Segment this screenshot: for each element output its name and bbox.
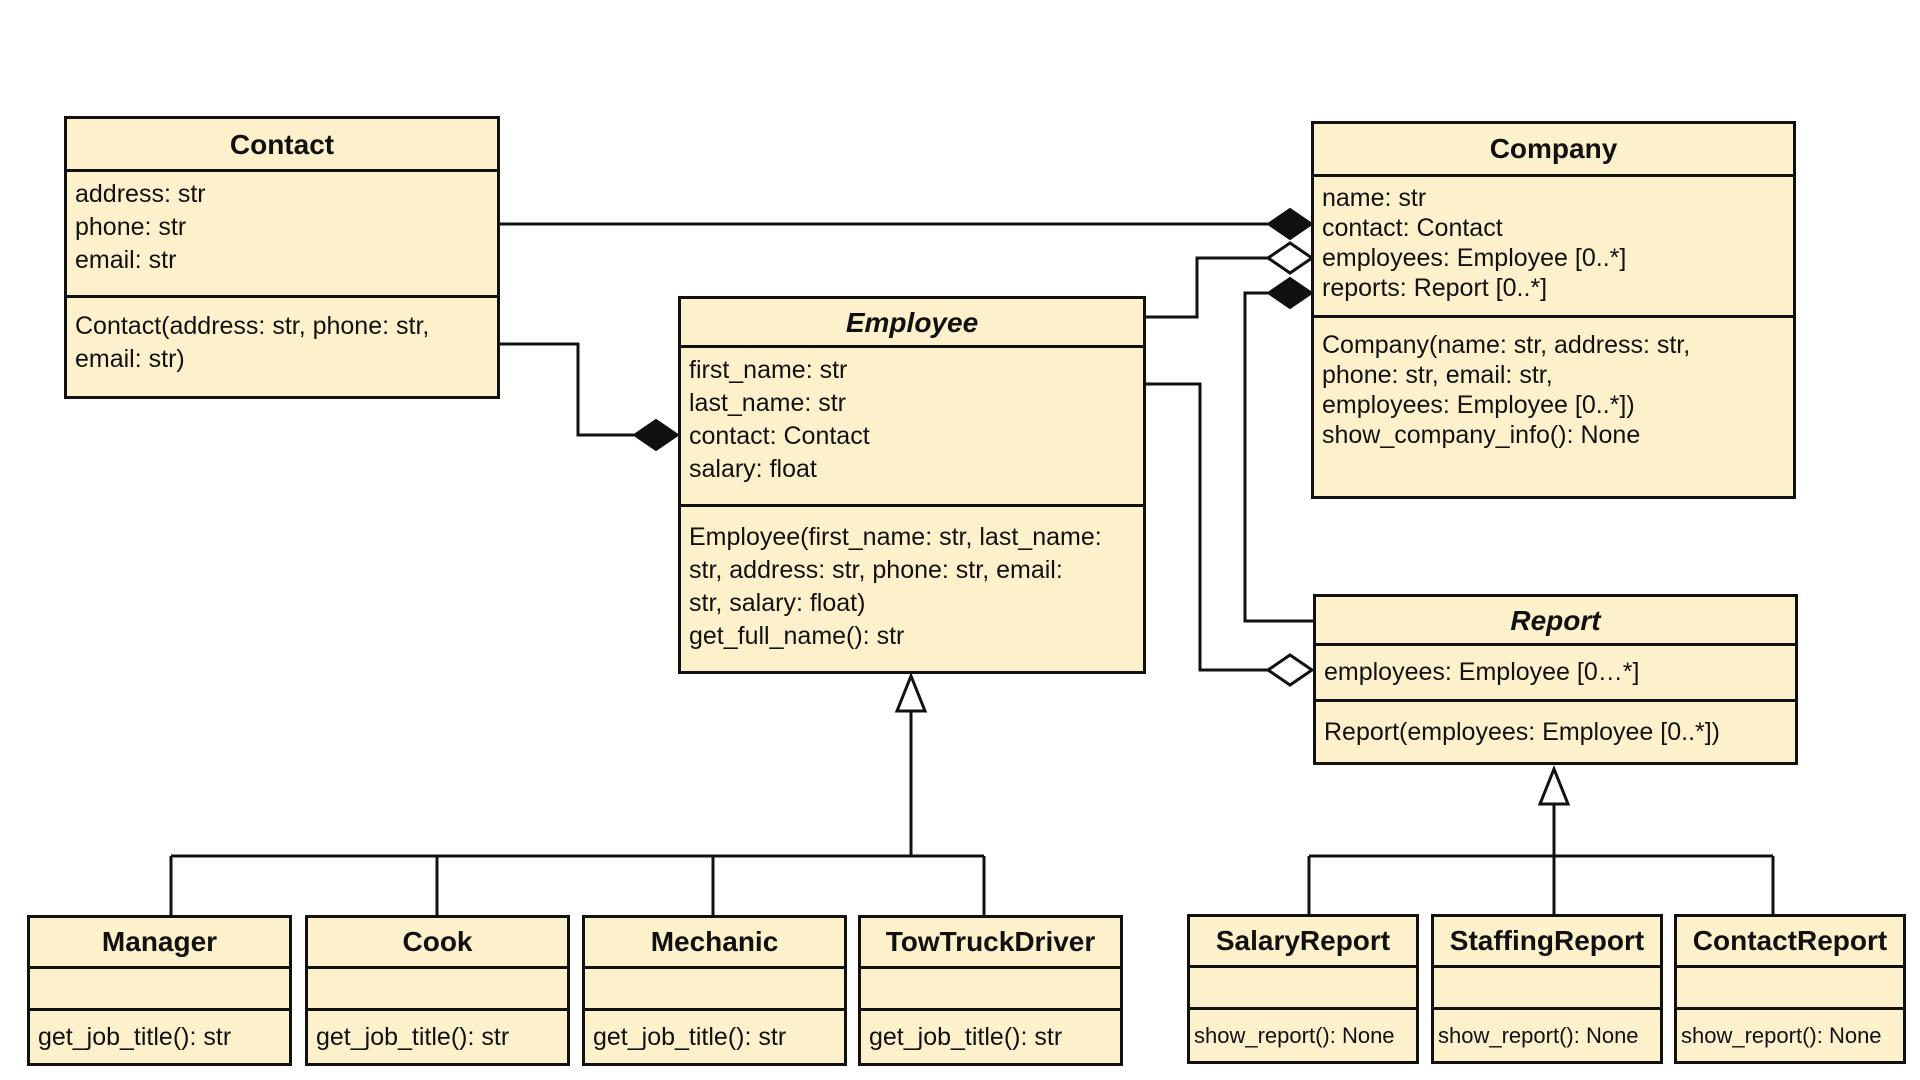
class-attributes <box>30 969 289 1011</box>
class-methods: show_report(): None <box>1190 1010 1416 1061</box>
report-company-composition-line <box>1243 291 1313 623</box>
class-employee: Employee first_name: str last_name: str … <box>678 296 1146 674</box>
attribute: employees: Employee [0…*] <box>1324 658 1640 686</box>
method: show_report(): None <box>1438 1022 1639 1048</box>
class-attributes <box>308 969 567 1011</box>
class-title: StaffingReport <box>1434 917 1660 968</box>
class-title: Manager <box>30 918 289 969</box>
method: Company(name: str, address: str, <box>1322 331 1691 359</box>
method: str, address: str, phone: str, email: <box>689 556 1063 584</box>
class-methods: get_job_title(): str <box>308 1011 567 1063</box>
class-methods: Company(name: str, address: str, phone: … <box>1314 318 1793 452</box>
method: phone: str, email: str, <box>1322 361 1553 389</box>
method: str, salary: float) <box>689 589 866 617</box>
attribute: last_name: str <box>689 389 847 417</box>
method: get_job_title(): str <box>316 1022 510 1051</box>
class-attributes <box>585 969 844 1011</box>
class-methods: Employee(first_name: str, last_name: str… <box>681 507 1143 655</box>
method: get_job_title(): str <box>869 1022 1063 1051</box>
method: get_job_title(): str <box>38 1022 232 1051</box>
attribute: phone: str <box>75 213 187 241</box>
method: email: str) <box>75 345 185 373</box>
composition-diamond-report-company <box>1266 276 1314 310</box>
method: Report(employees: Employee [0..*]) <box>1324 717 1721 746</box>
class-methods: get_job_title(): str <box>861 1011 1120 1063</box>
class-methods: get_job_title(): str <box>585 1011 844 1063</box>
inheritance-arrow-report <box>1537 764 1571 806</box>
class-attributes: address: str phone: str email: str <box>67 172 497 298</box>
class-methods: show_report(): None <box>1677 1010 1903 1061</box>
class-mechanic: Mechanic get_job_title(): str <box>582 915 847 1066</box>
class-salaryreport: SalaryReport show_report(): None <box>1187 914 1419 1064</box>
method: get_job_title(): str <box>593 1022 787 1051</box>
class-methods: Contact(address: str, phone: str, email:… <box>67 298 497 378</box>
method: get_full_name(): str <box>689 622 905 650</box>
inheritance-arrow-employee <box>894 671 928 713</box>
aggregation-diamond-employee-company <box>1265 241 1315 275</box>
class-report: Report employees: Employee [0…*] Report(… <box>1313 594 1798 765</box>
class-manager: Manager get_job_title(): str <box>27 915 292 1066</box>
method: employees: Employee [0..*]) <box>1322 391 1635 419</box>
attribute: salary: float <box>689 455 817 483</box>
class-staffingreport: StaffingReport show_report(): None <box>1431 914 1663 1064</box>
class-methods: show_report(): None <box>1434 1010 1660 1061</box>
method: show_report(): None <box>1681 1022 1882 1048</box>
class-title: Report <box>1316 597 1795 646</box>
composition-diamond-contact-employee <box>632 418 680 452</box>
contact-employee-composition-line <box>500 342 634 437</box>
attribute: first_name: str <box>689 356 848 384</box>
class-attributes: name: str contact: Contact employees: Em… <box>1314 177 1793 318</box>
class-contact: Contact address: str phone: str email: s… <box>64 116 500 399</box>
aggregation-diamond-employee-report <box>1265 653 1315 687</box>
class-attributes <box>1190 968 1416 1010</box>
composition-diamond-contact-company <box>1266 207 1314 241</box>
attribute: reports: Report [0..*] <box>1322 274 1548 302</box>
employee-report-aggregation-line <box>1146 382 1268 672</box>
attribute: contact: Contact <box>1322 214 1503 242</box>
method: show_report(): None <box>1194 1022 1395 1048</box>
attribute: employees: Employee [0..*] <box>1322 244 1627 272</box>
class-title: Contact <box>67 119 497 172</box>
class-title: TowTruckDriver <box>861 918 1120 969</box>
attribute: contact: Contact <box>689 422 870 450</box>
class-title: ContactReport <box>1677 917 1903 968</box>
class-attributes <box>1434 968 1660 1010</box>
class-methods: Report(employees: Employee [0..*]) <box>1316 702 1795 762</box>
class-title: Employee <box>681 299 1143 348</box>
method: show_company_info(): None <box>1322 421 1641 449</box>
class-title: Mechanic <box>585 918 844 969</box>
attribute: name: str <box>1322 184 1427 212</box>
attribute: address: str <box>75 180 206 208</box>
class-attributes <box>861 969 1120 1011</box>
class-attributes <box>1677 968 1903 1010</box>
class-company: Company name: str contact: Contact emplo… <box>1311 121 1796 499</box>
class-attributes: employees: Employee [0…*] <box>1316 646 1795 702</box>
class-attributes: first_name: str last_name: str contact: … <box>681 348 1143 507</box>
class-towtruckdriver: TowTruckDriver get_job_title(): str <box>858 915 1123 1066</box>
class-title: Company <box>1314 124 1793 177</box>
method: Contact(address: str, phone: str, <box>75 312 430 340</box>
class-methods: get_job_title(): str <box>30 1011 289 1063</box>
class-contactreport: ContactReport show_report(): None <box>1674 914 1906 1064</box>
attribute: email: str <box>75 246 177 274</box>
method: Employee(first_name: str, last_name: <box>689 523 1102 551</box>
employee-company-aggregation-line <box>1146 256 1268 319</box>
class-title: SalaryReport <box>1190 917 1416 968</box>
class-title: Cook <box>308 918 567 969</box>
class-cook: Cook get_job_title(): str <box>305 915 570 1066</box>
